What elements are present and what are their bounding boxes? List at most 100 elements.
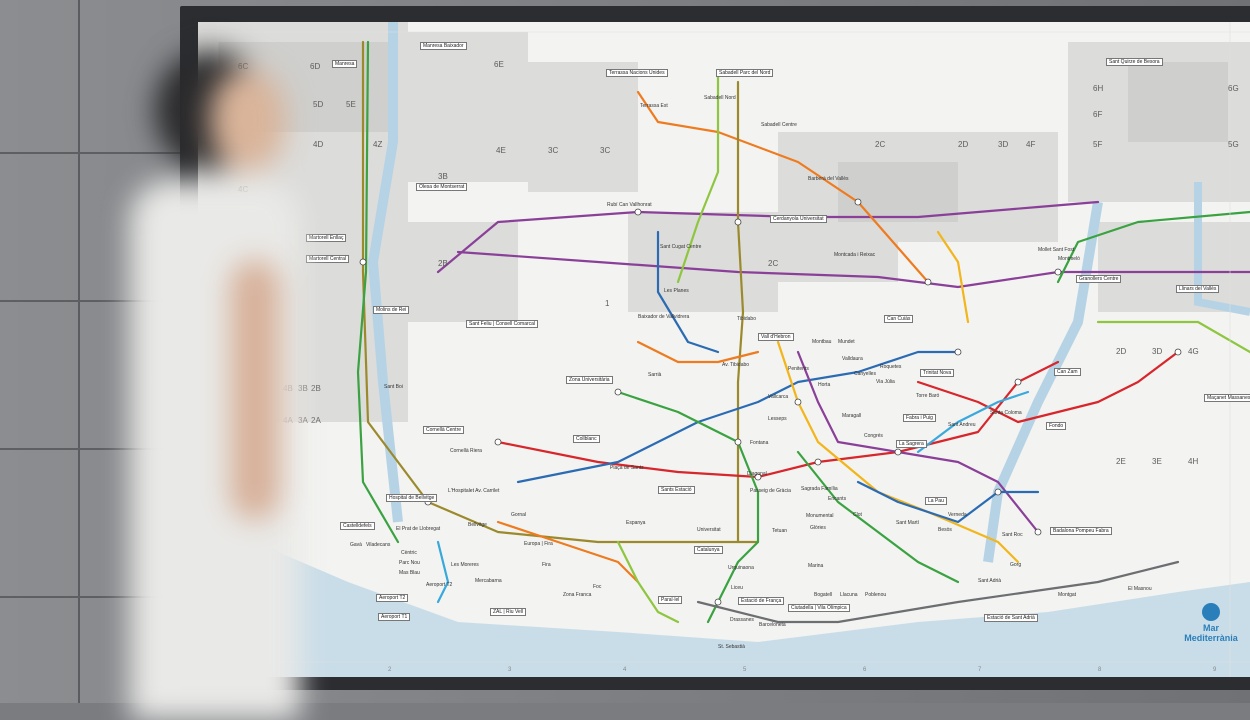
zone-label: 5F — [1093, 140, 1103, 149]
zone-label: 3D — [1152, 347, 1163, 356]
station-label: Cèntric — [401, 550, 417, 556]
interchange-label: Zona Universitària — [566, 376, 613, 384]
grid-number: 3 — [508, 667, 512, 673]
interchange-label: Badalona Pompeu Fabra — [1050, 527, 1112, 535]
station-label: Sant Andreu — [948, 422, 976, 428]
station-label: Horta — [818, 382, 831, 388]
station-label: Fontana — [750, 440, 769, 446]
station-label: Bogatell — [814, 592, 833, 598]
station-label: Sant Roc — [1002, 532, 1023, 538]
station-label: Sagrada Família — [801, 486, 838, 492]
station-label: Mundet — [838, 339, 855, 345]
station-label: Drassanes — [730, 617, 754, 623]
interchange-label: Manresa Baixador — [420, 42, 467, 50]
zone-label: 2E — [1116, 457, 1126, 466]
interchange-label: ZAL | Riu Vell — [490, 608, 527, 616]
zone-label: 6C — [238, 62, 249, 71]
station-label: Montcada i Reixac — [834, 252, 876, 258]
grid-number: 2 — [388, 667, 392, 673]
interchange-label: Trinitat Nova — [920, 369, 955, 377]
station-label: Sant Adrià — [978, 578, 1002, 584]
interchange-label: Estació de Sant Adrià — [984, 614, 1038, 622]
zone-label: 4D — [313, 140, 324, 149]
wave-icon — [1202, 603, 1220, 621]
station-label: Bellvitge — [468, 522, 487, 528]
zone-label: 5B — [228, 384, 238, 393]
station-label: Fira — [542, 562, 551, 568]
zone-label: 2C — [768, 259, 779, 268]
interchange-label: Estació de França — [738, 597, 785, 605]
station-label: Universitat — [697, 527, 721, 533]
station-label: El Masnou — [1128, 586, 1152, 592]
interchange-label: Sants Estació — [658, 486, 695, 494]
station-label: Gorg — [1010, 562, 1022, 568]
station-label: Plaça de Sants — [610, 465, 644, 471]
station-label: Canyelles — [854, 371, 876, 377]
grid-number: 6 — [863, 667, 867, 673]
zone-label: 4F — [1026, 140, 1036, 149]
station-label: Europa | Fira — [524, 541, 553, 547]
zone-label: 4A — [283, 416, 293, 425]
interchange-label: Hospital de Bellvitge — [386, 494, 438, 502]
station-label: Vallcarca — [768, 394, 789, 400]
zone-label: 3E — [1152, 457, 1162, 466]
zone-label: 4Z — [373, 140, 383, 149]
grid-number: 5 — [743, 667, 747, 673]
zone-label: 5A — [228, 416, 238, 425]
zone-label: 2D — [1116, 347, 1127, 356]
grid-number: 7 — [978, 667, 982, 673]
interchange-label: Cerdanyola Universitat — [770, 215, 827, 223]
interchange-label: Maçanet Massanes — [1204, 394, 1250, 402]
zone-label: 5E — [346, 100, 356, 109]
zone-label: 6E — [494, 60, 504, 69]
zone-label: 4C — [238, 185, 249, 194]
interchange-label: Fabra i Puig — [903, 414, 936, 422]
zone-label: 3B — [438, 172, 448, 181]
station-label: Roquetes — [880, 364, 902, 370]
station-label: Les Planes — [664, 288, 689, 294]
station-label: El Prat de Llobregat — [396, 526, 441, 532]
zone-label: 6H — [1093, 84, 1104, 93]
zone-label: 4G — [1188, 347, 1199, 356]
interchange-label: Olesa de Montserrat — [416, 183, 468, 191]
station-label: Foc — [593, 584, 602, 590]
interchange-label: Aeroport T1 — [378, 613, 411, 621]
interchange-label: Martorell Central — [306, 255, 349, 263]
interchange-label: Martorell Enllaç — [306, 234, 347, 242]
station-label: Montbau — [812, 339, 832, 345]
interchange-label: Can Zam — [1054, 368, 1081, 376]
zone-label: 4B — [283, 384, 293, 393]
zone-label: 3B — [238, 232, 248, 241]
station-label: Tetuan — [772, 528, 788, 534]
station-label: Av. Tibidabo — [722, 362, 750, 368]
station-label: Barberà del Vallès — [808, 176, 849, 182]
station-label: Montmeló — [1058, 256, 1080, 262]
station-label: Via Júlia — [876, 379, 895, 385]
station-label: Cornellà Riera — [450, 448, 482, 454]
grid-number: 8 — [1098, 667, 1102, 673]
station-label: Marina — [808, 563, 824, 569]
zone-label: 3C — [548, 146, 559, 155]
interchange-label: La Pau — [925, 497, 947, 505]
grid-number: 4 — [623, 667, 627, 673]
station-label: Monumental — [806, 513, 834, 519]
interchange-label: Castelldefels — [340, 522, 375, 530]
interchange-label: Manresa — [332, 60, 358, 68]
zone-label: 3C — [600, 146, 611, 155]
station-label: Les Moreres — [451, 562, 479, 568]
interchange-label: Can Cuiàs — [884, 315, 914, 323]
station-label: Santa Coloma — [990, 410, 1022, 416]
station-label: Liceu — [731, 585, 743, 591]
brand-logo: Mar Mediterrània — [1176, 603, 1246, 643]
station-label: Lesseps — [768, 416, 787, 422]
zone-label: 6F — [1093, 110, 1103, 119]
interchange-label: Vall d'Hebron — [758, 333, 794, 341]
station-label: St. Sebastià — [718, 644, 745, 650]
station-label: Rubí Can Vallhonrat — [607, 202, 652, 208]
station-label: Penitents — [788, 366, 809, 372]
station-label: Besòs — [938, 527, 952, 533]
interchange-label: Sabadell Parc del Nord — [716, 69, 774, 77]
interchange-label: Ciutadella | Vila Olímpica — [788, 604, 850, 612]
zone-label: 2B — [311, 384, 321, 393]
station-label: Montgat — [1058, 592, 1077, 598]
